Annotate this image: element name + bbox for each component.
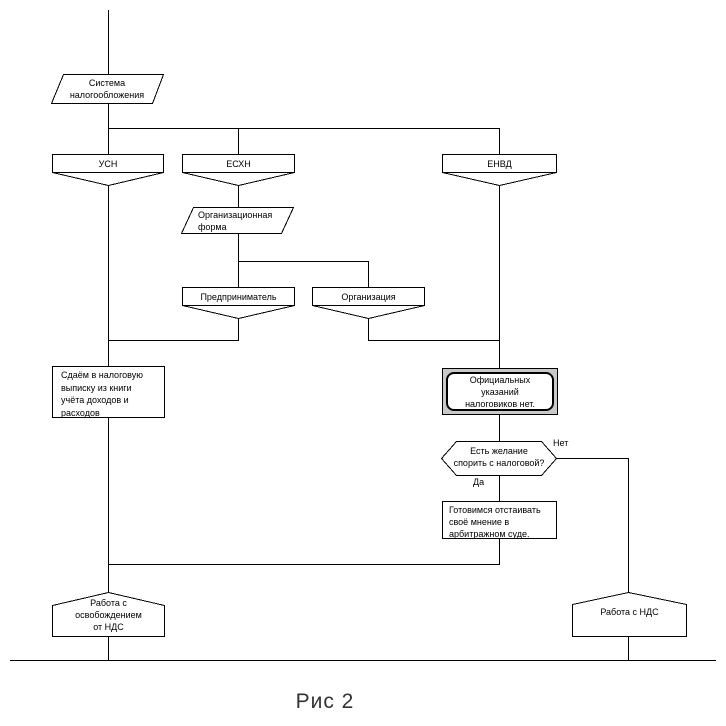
eshn-merge-triangle: [182, 172, 295, 187]
submit-extract-node: Сдаём в налоговую выписку из книги учёта…: [52, 366, 165, 418]
envd-merge-triangle: [442, 172, 557, 187]
organization-label: Организация: [341, 291, 396, 302]
vat-exempt-label: Работа с освобождением от НДС: [75, 598, 142, 632]
submit-extract-label: Сдаём в налоговую выписку из книги учёта…: [61, 370, 143, 418]
envd-label: ЕНВД: [487, 158, 512, 169]
defend-opinion-node: Готовимся отстаивать своё мнение в арбит…: [442, 501, 557, 539]
usn-label: УСН: [98, 158, 118, 169]
eshn-node: ЕСХН: [182, 154, 295, 173]
vat-terminal-shape: [572, 591, 687, 637]
organization-node: Организация: [312, 287, 425, 306]
system-parallelogram-shape: [50, 74, 165, 104]
decision-no-label: Нет: [553, 438, 569, 448]
decision-label: Есть желание спорить с налоговой?: [453, 446, 545, 468]
no-official-guidance-inner-frame: Официальных указаний налоговиков нет.: [446, 372, 554, 411]
no-official-guidance-node: Официальных указаний налоговиков нет.: [442, 368, 558, 415]
entrepreneur-merge-triangle: [182, 305, 295, 320]
usn-merge-triangle: [52, 172, 164, 187]
envd-node: ЕНВД: [442, 154, 557, 173]
system-label: Система налогообложения: [69, 78, 145, 100]
vat-exempt-terminal-shape: [52, 591, 165, 637]
entrepreneur-label: Предприниматель: [200, 291, 277, 302]
no-official-guidance-label: Официальных указаний налоговиков нет.: [465, 374, 535, 409]
organization-merge-triangle: [312, 305, 425, 320]
figure-caption: Рис 2: [295, 690, 355, 713]
eshn-label: ЕСХН: [226, 158, 251, 169]
decision-hexagon-shape: [440, 441, 558, 476]
org-form-label: Организационная форма: [198, 210, 273, 232]
usn-node: УСН: [52, 154, 164, 173]
defend-opinion-label: Готовимся отстаивать своё мнение в арбит…: [449, 505, 541, 539]
vat-label: Работа с НДС: [600, 607, 659, 617]
decision-yes-label: Да: [473, 477, 485, 487]
entrepreneur-node: Предприниматель: [182, 287, 295, 306]
org-form-parallelogram-shape: [180, 207, 295, 234]
